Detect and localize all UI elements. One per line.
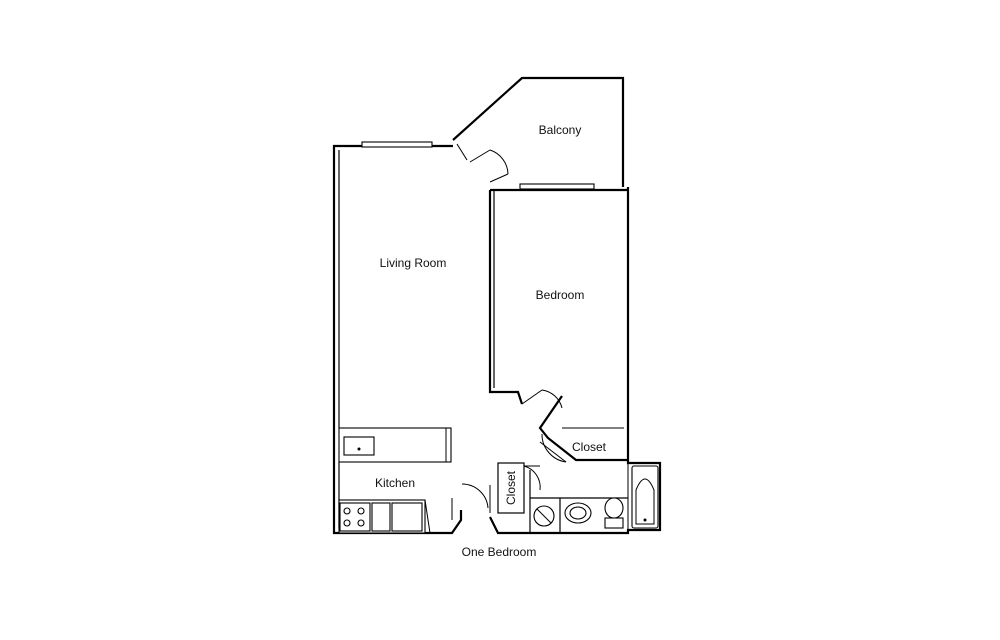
balcony-label: Balcony — [539, 123, 582, 137]
hall-closet — [497, 462, 541, 514]
refrigerator-icon — [391, 502, 423, 532]
stove-icon — [339, 502, 371, 532]
plan-caption: One Bedroom — [462, 545, 537, 559]
bedroom-closet-label: Closet — [572, 440, 607, 454]
dishwasher-icon — [371, 502, 391, 532]
kitchen-counter — [338, 427, 452, 463]
bathtub-icon — [631, 465, 659, 529]
bedroom-walls — [488, 188, 628, 462]
balcony-door — [469, 149, 509, 183]
toilet-icon — [604, 497, 624, 519]
living-room-label: Living Room — [380, 256, 447, 270]
balcony-outline — [452, 76, 625, 187]
living-room-window — [361, 141, 433, 148]
bedroom-label: Bedroom — [536, 288, 585, 302]
bedroom-window — [519, 183, 595, 190]
exterior-walls — [332, 144, 662, 535]
bathroom — [529, 463, 659, 533]
hall-door — [539, 433, 567, 463]
sink-icon — [343, 436, 375, 456]
hall-closet-label: Closet — [504, 470, 518, 505]
entry-door — [451, 483, 491, 520]
kitchen-appliances — [338, 499, 431, 534]
bedroom-door — [521, 389, 563, 409]
kitchen-label: Kitchen — [375, 476, 415, 490]
